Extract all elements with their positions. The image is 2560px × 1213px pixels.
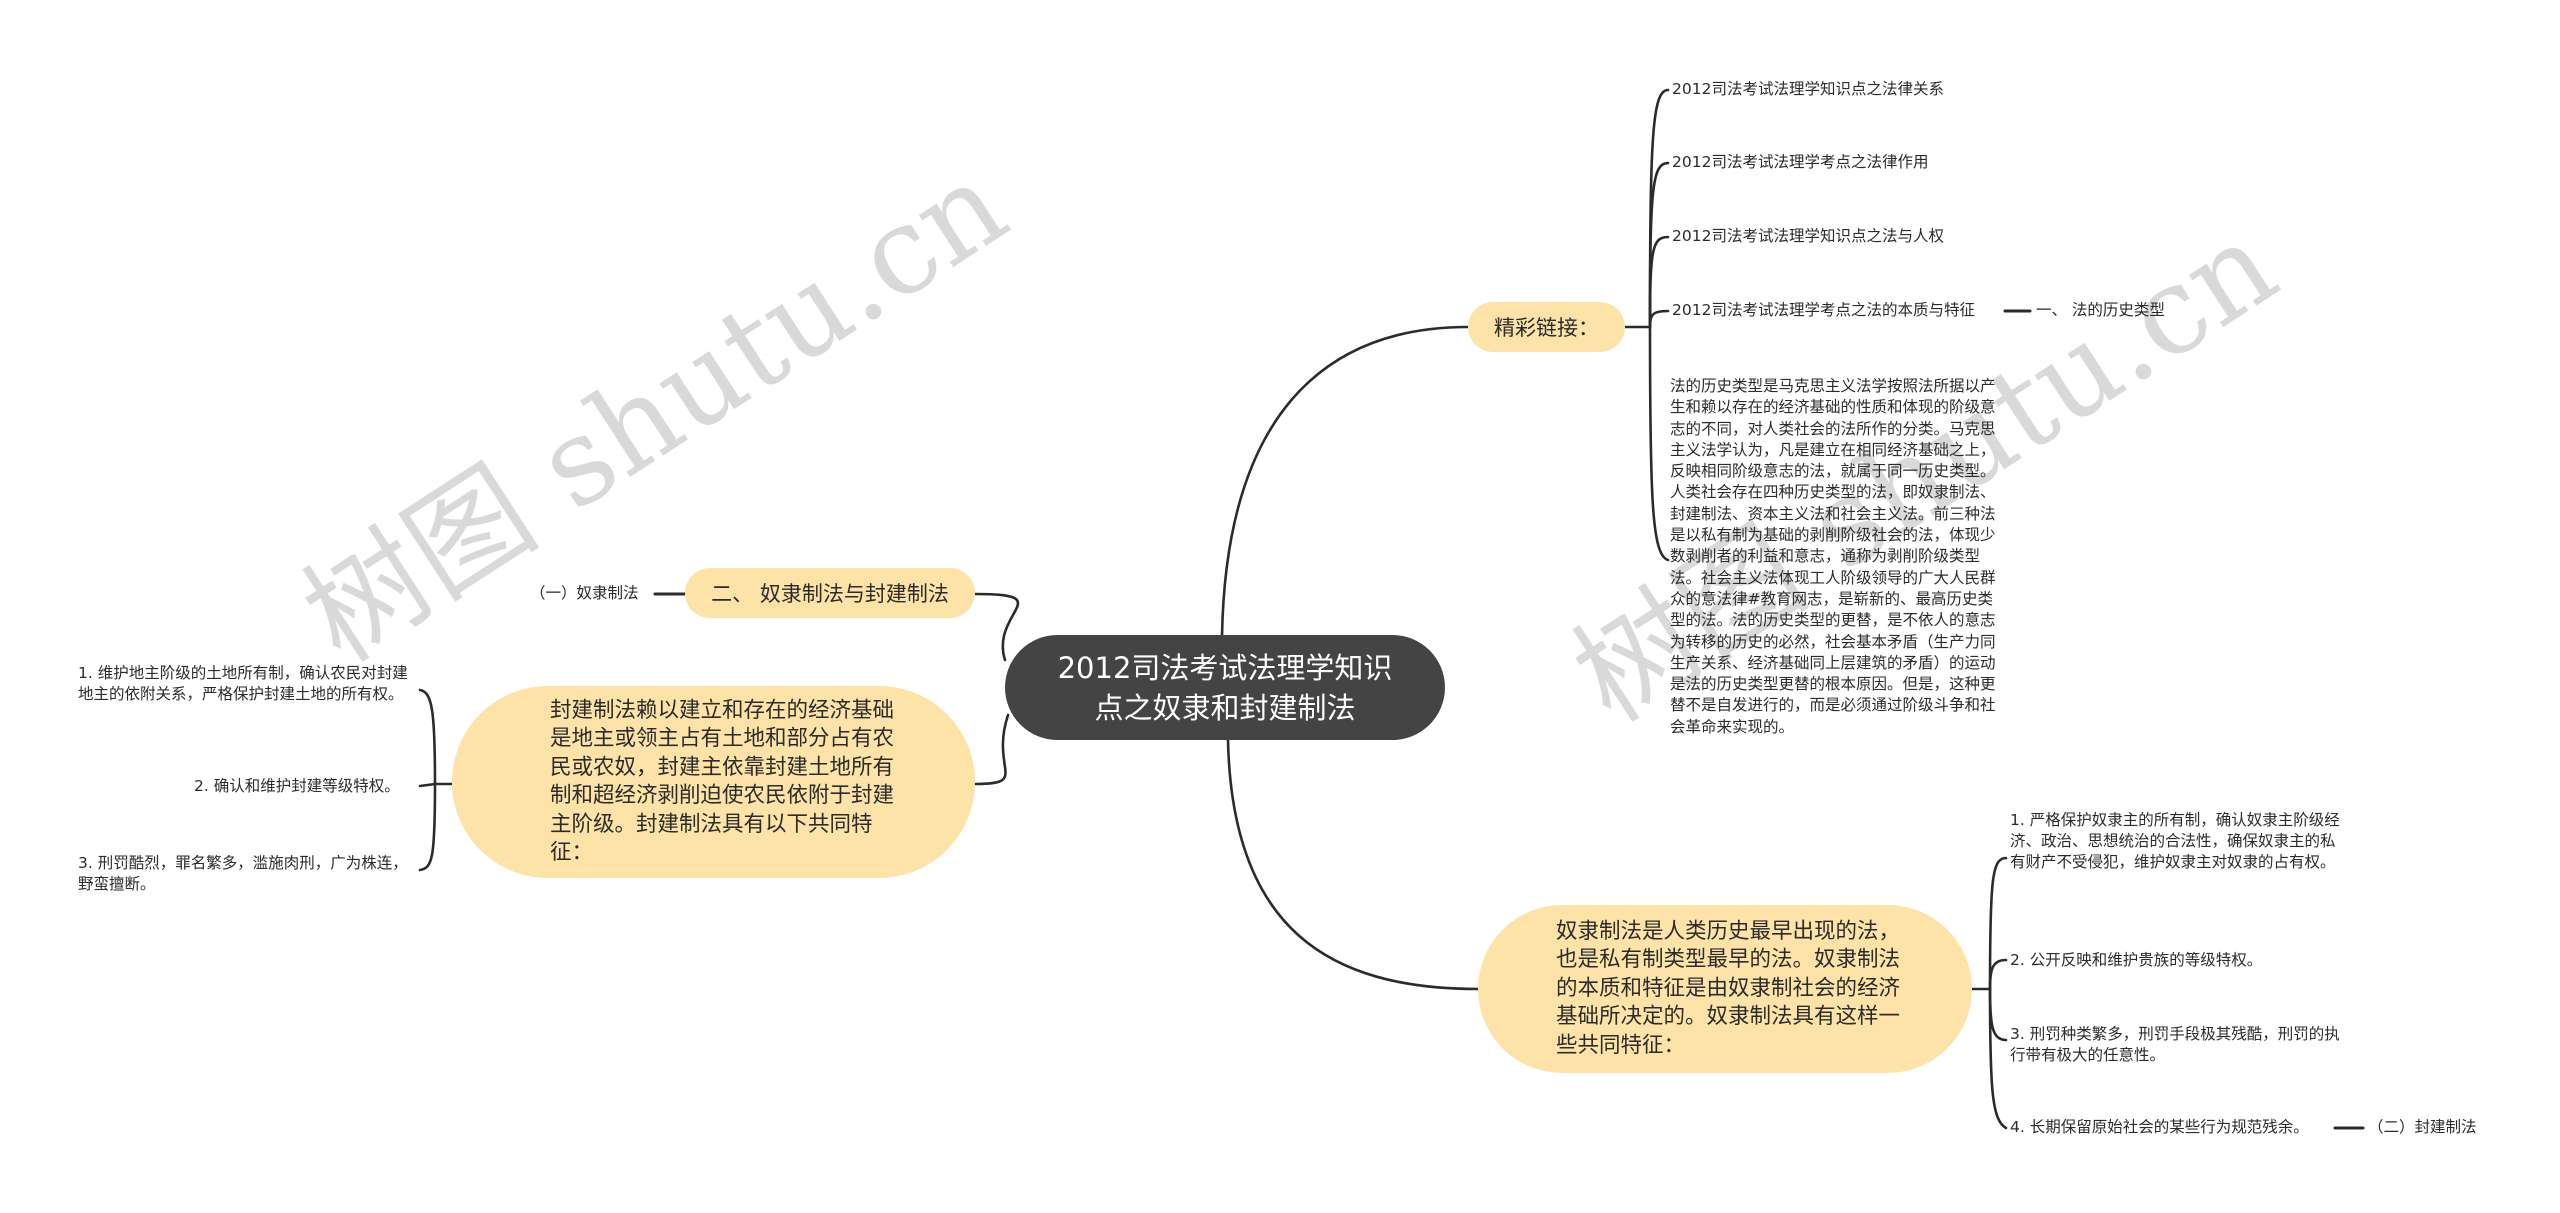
history-type-node[interactable]: 一、 法的历史类型 bbox=[2036, 301, 2165, 319]
feudal-item-2[interactable]: 2. 确认和维护封建等级特权。 bbox=[194, 777, 400, 795]
feudal-law-subsection-node[interactable]: （二）封建制法 bbox=[2368, 1118, 2477, 1136]
link-item-2[interactable]: 2012司法考试法理学考点之法律作用 bbox=[1672, 153, 1929, 171]
root-title-line2: 点之奴隶和封建制法 bbox=[1094, 690, 1356, 725]
root-title-line1: 2012司法考试法理学知识 bbox=[1057, 650, 1393, 685]
feudal-law-label: 封建制法赖以建立和存在的经济基础是地主或领主占有土地和部分占有农民或农奴，封建主… bbox=[550, 697, 895, 866]
link-item-4[interactable]: 2012司法考试法理学考点之法的本质与特征 bbox=[1672, 301, 1975, 319]
feudal-law-node[interactable]: 封建制法赖以建立和存在的经济基础是地主或领主占有土地和部分占有农民或农奴，封建主… bbox=[452, 686, 975, 878]
section-two-label: 二、 奴隶制法与封建制法 bbox=[711, 582, 949, 606]
section-two-node[interactable]: 二、 奴隶制法与封建制法 bbox=[685, 568, 975, 618]
slavery-item-3[interactable]: 3. 刑罚种类繁多，刑罚手段极其残酷，刑罚的执行带有极大的任意性。 bbox=[2010, 1025, 2340, 1064]
slavery-item-4[interactable]: 4. 长期保留原始社会的某些行为规范残余。 bbox=[2010, 1118, 2309, 1136]
link-item-3[interactable]: 2012司法考试法理学知识点之法与人权 bbox=[1672, 227, 1944, 245]
links-node[interactable]: 精彩链接： bbox=[1468, 302, 1625, 352]
slavery-law-subsection-node[interactable]: （一）奴隶制法 bbox=[530, 584, 639, 602]
slavery-item-2[interactable]: 2. 公开反映和维护贵族的等级特权。 bbox=[2010, 951, 2263, 969]
feudal-item-3[interactable]: 3. 刑罚酷烈，罪名繁多，滥施肉刑，广为株连，野蛮擅断。 bbox=[78, 854, 408, 893]
slavery-law-label: 奴隶制法是人类历史最早出现的法，也是私有制类型最早的法。奴隶制法的本质和特征是由… bbox=[1556, 918, 1901, 1058]
slavery-law-node[interactable]: 奴隶制法是人类历史最早出现的法，也是私有制类型最早的法。奴隶制法的本质和特征是由… bbox=[1478, 905, 1972, 1073]
root-node[interactable]: 2012司法考试法理学知识 点之奴隶和封建制法 bbox=[1005, 635, 1445, 740]
slavery-item-1[interactable]: 1. 严格保护奴隶主的所有制，确认奴隶主阶级经济、政治、思想统治的合法性，确保奴… bbox=[2010, 811, 2340, 871]
history-type-paragraph: 法的历史类型是马克思主义法学按照法所据以产生和赖以存在的经济基础的性质和体现的阶… bbox=[1670, 377, 1996, 736]
link-item-1[interactable]: 2012司法考试法理学知识点之法律关系 bbox=[1672, 80, 1944, 98]
feudal-item-1[interactable]: 1. 维护地主阶级的土地所有制，确认农民对封建地主的依附关系，严格保护封建土地的… bbox=[78, 664, 408, 703]
links-node-label: 精彩链接： bbox=[1494, 316, 1599, 340]
